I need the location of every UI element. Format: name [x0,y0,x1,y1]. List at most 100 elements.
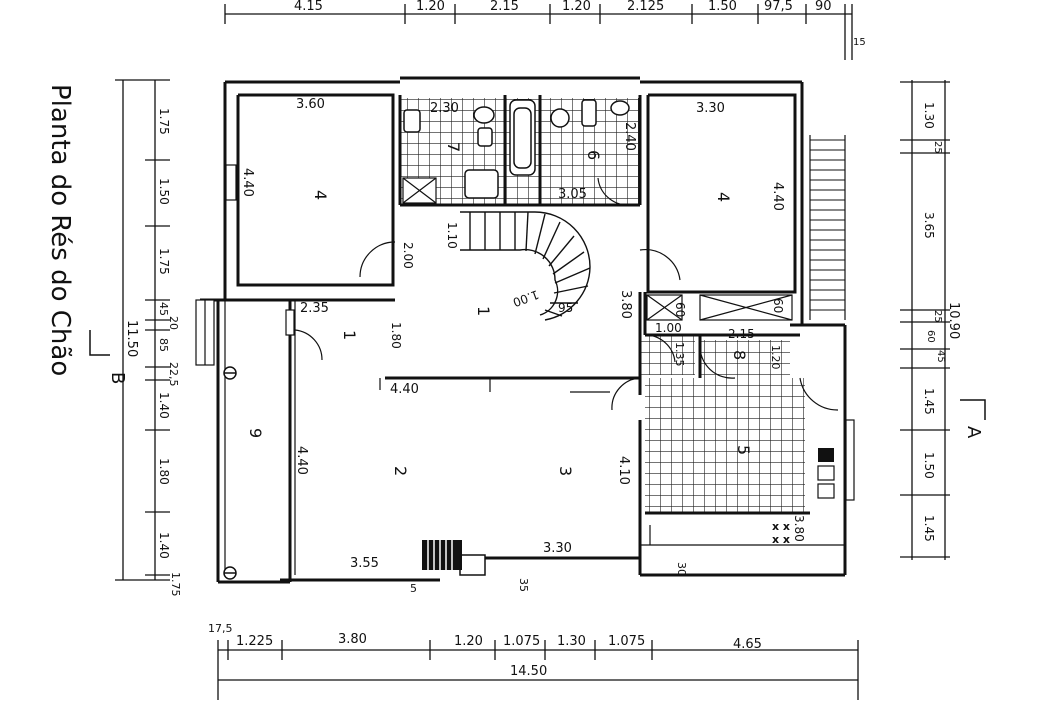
svg-text:x x: x x [772,533,790,546]
room-dim: 2.00 [401,242,415,269]
room-dim: 60 [771,298,785,313]
left-dim: 45 [157,302,170,316]
top-dim: 2.125 [627,0,664,14]
section-mark-b [89,330,110,356]
room-number: 1 [340,330,359,340]
room-dim: 4.40 [770,182,785,211]
svg-text:x x: x x [772,520,790,533]
room-dim: 3.80 [618,290,633,319]
room-dim: 3.30 [543,541,572,556]
kitchen-floor-tiles [645,378,805,513]
bottom-dim: 17,5 [208,622,233,635]
pantry-floor-tiles [700,340,790,378]
room-dim: 3.80 [792,515,806,542]
plan-title: Planta do Rés do Chão [45,84,75,376]
top-dim: 1.20 [562,0,591,14]
bottom-dim: 1.075 [503,634,540,649]
kitchen-appliances: x x x x [772,448,835,546]
room-number: 7 [444,142,463,152]
left-dimension-labels: 1.75 1.50 1.75 45 20 85 22,5 1.40 1.80 1… [124,108,182,597]
left-dim: 1.75 [157,248,171,275]
right-total: 10.90 [946,302,961,339]
room-dim: 1.10 [445,222,459,249]
left-dim: 1.40 [157,532,171,559]
room-dim: 2.35 [300,301,329,316]
room-dim: 35 [517,578,530,592]
room-number: 9 [246,428,265,438]
room-dim: 1.20 [769,345,782,370]
right-dimension-labels: 1.30 25 3.65 25 60 45 1.45 1.50 1.45 10.… [922,102,961,542]
top-dim: 1.20 [416,0,445,14]
room-number: 1 [474,306,493,316]
room-number: 5 [734,445,753,455]
closets [402,177,793,321]
top-dimension-labels: 4.15 1.20 2.15 1.20 2.125 1.50 97,5 90 1… [294,0,866,48]
left-dimension-chain [115,79,170,581]
right-dim: 1.45 [922,388,936,415]
right-dimension-chain [900,80,950,560]
spiral-staircase [460,211,591,321]
walls [200,76,847,584]
top-dim: 2.15 [490,0,519,14]
thin-lines [224,135,846,575]
room-number: 4 [311,190,330,200]
room-dim: 1.80 [389,322,403,349]
room-dim: 4.10 [616,456,631,485]
windows [195,164,855,501]
room-number: 6 [584,150,603,160]
room-number: 8 [730,350,749,360]
room-dim: 5 [410,582,417,595]
terrace-columns [223,366,237,580]
room-dim: 1.35 [673,342,686,367]
top-dim: 97,5 [764,0,793,14]
top-dimension-chain [224,4,853,60]
room-dim: 3.60 [296,97,325,112]
room-dim: 2.30 [430,101,459,116]
room-dim: 4.40 [294,446,309,475]
left-dim: 20 [167,316,180,330]
room-number: 2 [391,466,410,476]
room-dim: 30 [675,562,688,576]
right-dim: 3.65 [922,212,936,239]
room-dim: 4.40 [390,382,419,397]
room-numbers: 4 4 7 6 1 1 8 2 3 5 9 [246,142,753,476]
room-number: 3 [556,466,575,476]
room-dim: 95 [558,301,573,315]
entrance-steps-lines [427,540,453,570]
room-dim: 3.55 [350,556,379,571]
sanitary-fixtures [403,99,630,199]
left-dim: 85 [157,338,170,352]
left-dim: 1.75 [157,108,171,135]
left-dim: 1.80 [157,458,171,485]
left-total: 11.50 [124,320,139,357]
room-dim: 2.40 [622,122,637,151]
corridor-floor-tiles [640,335,695,375]
room-dimension-labels: 3.60 4.40 2.30 2.40 3.05 3.30 4.40 1.10 … [240,97,806,595]
bottom-dimension-labels: 17,5 1.225 3.80 1.20 1.075 1.30 1.075 4.… [208,622,762,679]
doormat [459,554,486,576]
bottom-dimension-chain [217,640,859,700]
right-dim: 1.45 [922,515,936,542]
exterior-stairs [810,139,845,311]
top-dim: 90 [815,0,832,14]
section-label-a: A [963,426,984,439]
right-dim: 45 [935,350,946,363]
section-label-b: B [107,372,128,384]
bottom-dim: 1.225 [236,634,273,649]
room-number: 4 [714,192,733,202]
right-dim: 1.50 [922,452,936,479]
right-dim: 25 [932,141,943,154]
right-dim: 25 [932,310,943,323]
room-dim: 2.15 [728,327,755,341]
room-dim: 1.00 [655,321,682,335]
bottom-dim: 1.30 [557,634,586,649]
room-dim: 3.05 [558,187,587,202]
room-dim: 60 [673,302,687,317]
room-dim: 4.40 [240,168,255,197]
left-dim: 22,5 [167,362,180,387]
left-dim: 1.40 [157,392,171,419]
room-dim: 1.00 [511,287,541,309]
bottom-dim: 3.80 [338,632,367,647]
